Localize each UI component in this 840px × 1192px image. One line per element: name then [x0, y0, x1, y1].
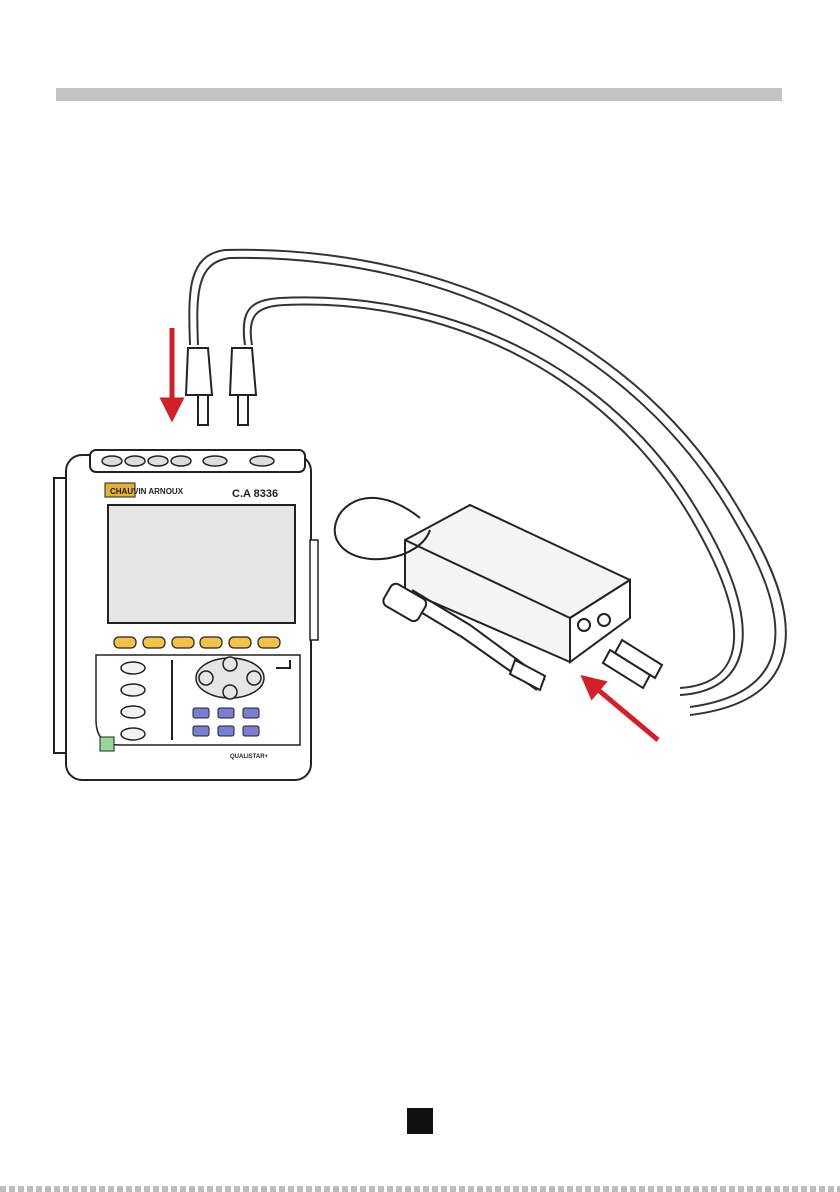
- cable-plug-right: [230, 348, 256, 425]
- cable-plug-adapter-end: [603, 640, 662, 688]
- brand-label: CHAUVIN ARNOUX: [110, 487, 184, 496]
- power-icon: [100, 737, 114, 751]
- page-bottom-border: [0, 1186, 840, 1192]
- power-adapter: [335, 498, 630, 690]
- up-left-arrow: [590, 683, 658, 740]
- navigation-pad-icon: [196, 657, 264, 699]
- instrument: CHAUVIN ARNOUX C.A 8336: [54, 450, 318, 780]
- cable-plug-left: [186, 348, 212, 425]
- page-number-box: [407, 1108, 433, 1134]
- display-screen: [108, 505, 295, 623]
- series-label: QUALISTAR+: [230, 754, 269, 760]
- model-label: C.A 8336: [232, 488, 278, 500]
